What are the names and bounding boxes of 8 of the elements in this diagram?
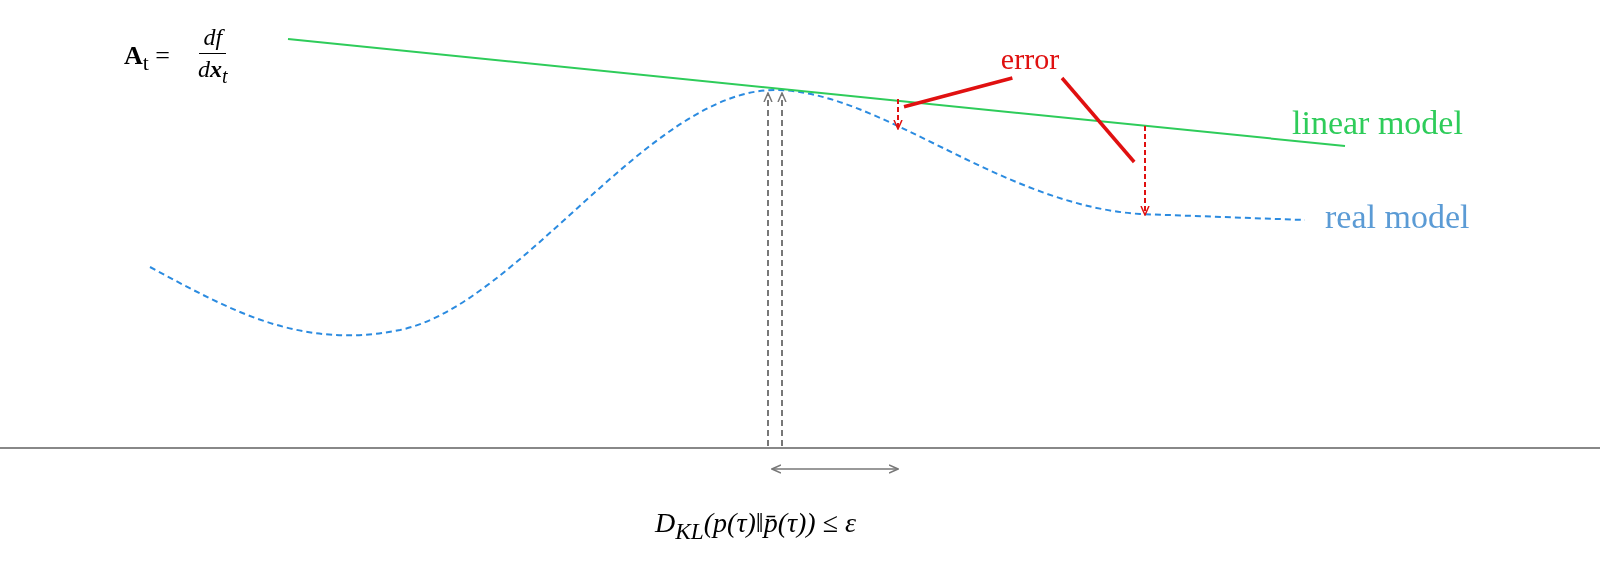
- real-model-label: real model: [1325, 198, 1470, 236]
- error-label: error: [1000, 42, 1060, 76]
- formula: D$_{KL}$(p(τ)‖p̄(τ)) ≤ ε: [655, 508, 857, 545]
- linear-model-label: linear model: [1292, 104, 1463, 142]
- leader-line: [903, 76, 1013, 109]
- leader-line: [1060, 76, 1136, 164]
- formula: A$_{t}$ =: [124, 42, 170, 76]
- fraction: df dx$_{t}$: [197, 24, 229, 88]
